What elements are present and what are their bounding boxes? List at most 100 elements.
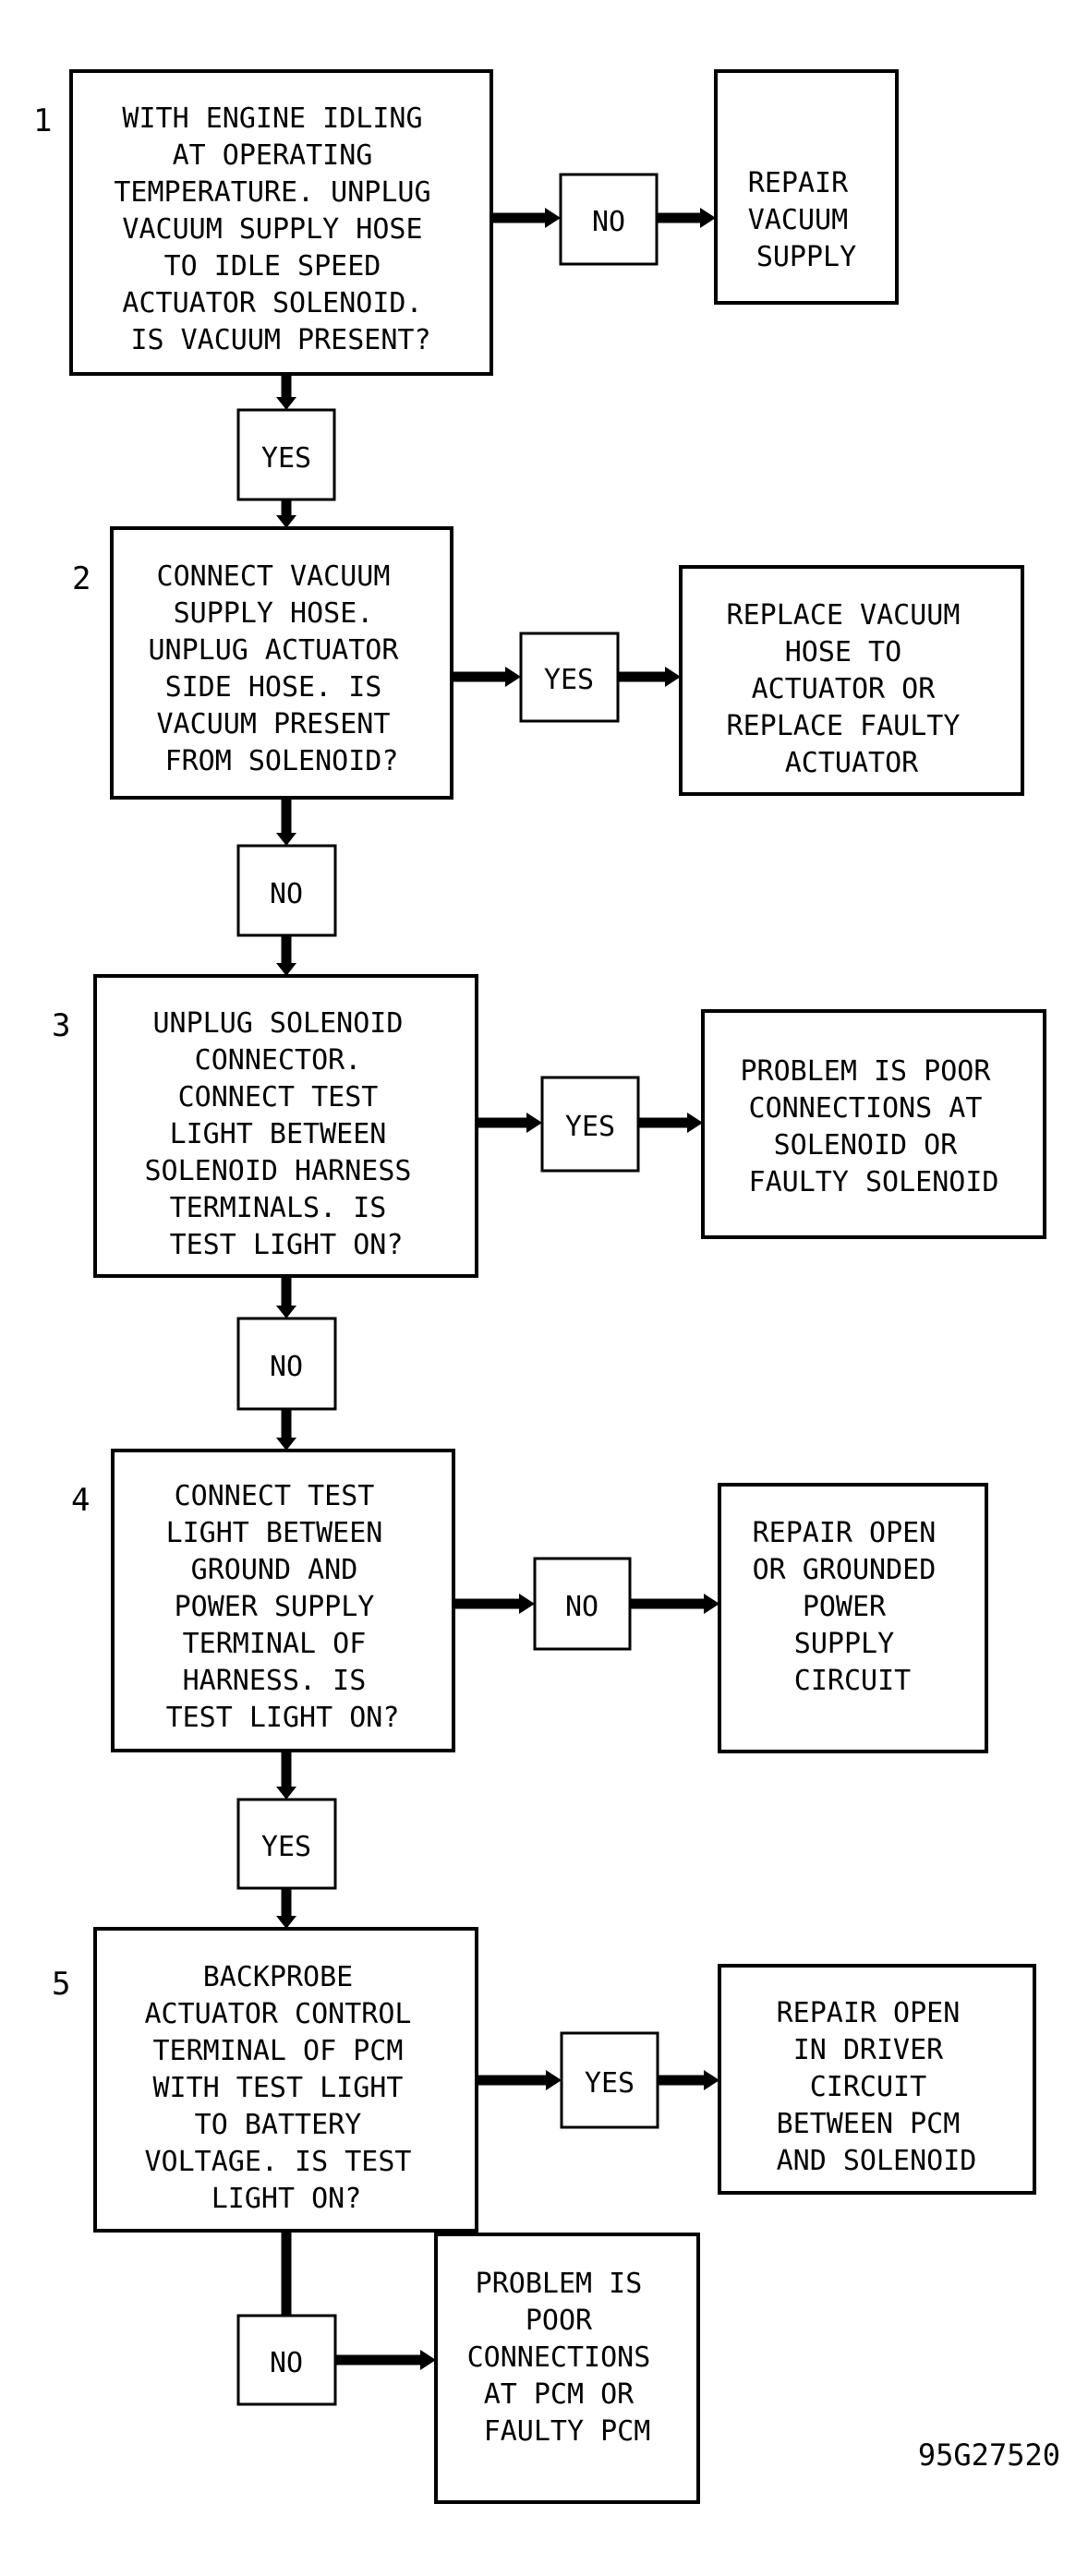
step-1-down-label: YES — [261, 442, 311, 475]
step-3-result-text: PROBLEM IS POOR CONNECTIONS AT SOLENOID … — [741, 1055, 1008, 1198]
step-4-side-label: NO — [565, 1591, 598, 1623]
step-3-side-decision — [540, 1076, 640, 1173]
step-4-result-text: REPAIR OPEN OR GROUNDED POWER SUPPLY CIR… — [753, 1517, 953, 1697]
step-5-box — [93, 1927, 478, 2233]
step-1-line: IS VACUUM PRESENT? — [130, 324, 430, 356]
step-3-line: CONNECTOR. — [195, 1044, 362, 1077]
step-1-line: AT OPERATING — [173, 139, 373, 172]
step-3-line: TEST LIGHT ON? — [170, 1229, 404, 1261]
step-1-line: TO IDLE SPEED — [164, 250, 381, 283]
step-3-result-line: CONNECTIONS AT — [749, 1092, 983, 1125]
step-4-box — [111, 1449, 455, 1752]
step-1-line: VACUUM SUPPLY HOSE — [122, 213, 422, 246]
arrowhead — [276, 515, 296, 528]
step-2-result-line: REPLACE VACUUM — [727, 599, 961, 632]
arrowhead — [704, 1594, 719, 1614]
step-3-line: UNPLUG SOLENOID — [153, 1007, 404, 1040]
step-5-down-label: NO — [270, 2347, 303, 2379]
step-5-line: ACTUATOR CONTROL — [144, 1998, 411, 2030]
step-3-line: SOLENOID HARNESS — [144, 1155, 411, 1187]
step-2-result-line: ACTUATOR OR — [752, 673, 937, 705]
step-2-result-text: REPLACE VACUUM HOSE TO ACTUATOR OR REPLA… — [727, 599, 977, 779]
arrowhead — [526, 1113, 542, 1133]
arrowhead — [276, 833, 296, 846]
arrowhead — [276, 1438, 296, 1451]
step-1-result-line: REPAIR — [748, 167, 849, 199]
step-2-line: SIDE HOSE. IS — [165, 671, 382, 704]
arrowhead — [276, 963, 296, 976]
step-5-down-decision — [236, 2314, 337, 2406]
final-result-box — [434, 2233, 700, 2504]
step-3-line: LIGHT BETWEEN — [170, 1118, 387, 1150]
step-2-text: CONNECT VACUUM SUPPLY HOSE. UNPLUG ACTUA… — [149, 560, 416, 777]
step-5-result-line: AND SOLENOID — [777, 2145, 977, 2177]
step-1-box — [69, 69, 493, 376]
arrowhead — [276, 1787, 296, 1800]
step-2-down-label: NO — [270, 878, 303, 910]
final-result-line: PROBLEM IS — [476, 2268, 643, 2300]
step-4-line: HARNESS. IS — [183, 1665, 367, 1697]
step-2-box — [110, 526, 453, 800]
step-1-number: 1 — [33, 102, 52, 139]
step-5-line: LIGHT ON? — [212, 2183, 362, 2215]
arrowhead — [700, 208, 716, 228]
step-2-line: VACUUM PRESENT — [157, 708, 391, 740]
step-4-result-box — [718, 1483, 988, 1753]
step-2-side-decision — [519, 632, 620, 723]
step-4-result-line: POWER — [803, 1591, 887, 1623]
step-2-line: UNPLUG ACTUATOR — [149, 634, 400, 667]
step-4-line: GROUND AND — [191, 1554, 358, 1586]
final-result-text: PROBLEM IS POOR CONNECTIONS AT PCM OR FA… — [467, 2268, 668, 2448]
step-4-result-line: OR GROUNDED — [753, 1554, 937, 1586]
step-4-down-label: YES — [261, 1831, 311, 1863]
step-3-line: TERMINALS. IS — [170, 1192, 387, 1224]
step-5-line: WITH TEST LIGHT — [153, 2072, 404, 2104]
final-result-line: AT PCM OR — [484, 2378, 635, 2411]
step-5-text: BACKPROBE ACTUATOR CONTROL TERMINAL OF P… — [144, 1961, 428, 2215]
step-5-result-line: IN DRIVER — [793, 2034, 944, 2066]
step-3-result-line: FAULTY SOLENOID — [749, 1166, 999, 1198]
step-1-down-decision — [236, 408, 336, 501]
final-result-line: CONNECTIONS — [467, 2341, 651, 2374]
step-1-result-line: SUPPLY — [756, 241, 856, 273]
arrowhead — [276, 397, 296, 410]
step-5-side-decision — [560, 2031, 659, 2129]
step-3-number: 3 — [52, 1007, 70, 1044]
step-1-result-text: REPAIR VACUUM SUPPLY — [748, 167, 864, 273]
step-5-line: VOLTAGE. IS TEST — [144, 2146, 411, 2178]
step-3-down-label: NO — [270, 1351, 303, 1383]
step-4-result-line: REPAIR OPEN — [753, 1517, 937, 1549]
step-1-line: ACTUATOR SOLENOID. — [122, 287, 422, 319]
step-5-result-line: REPAIR OPEN — [777, 1997, 961, 2029]
step-3-result-line: PROBLEM IS POOR — [741, 1055, 992, 1088]
step-4-down-decision — [236, 1798, 337, 1890]
step-4-line: POWER SUPPLY — [175, 1591, 375, 1623]
step-3-text: UNPLUG SOLENOID CONNECTOR. CONNECT TEST … — [144, 1007, 428, 1261]
arrowhead — [704, 2070, 719, 2090]
step-3-down-decision — [236, 1317, 337, 1411]
step-1-text: WITH ENGINE IDLING AT OPERATING TEMPERAT… — [114, 102, 447, 356]
step-4-line: LIGHT BETWEEN — [166, 1517, 383, 1549]
arrowhead — [276, 1916, 296, 1929]
step-1-line: TEMPERATURE. UNPLUG — [114, 176, 430, 209]
step-2-number: 2 — [72, 560, 91, 597]
step-2-result-box — [679, 565, 1024, 796]
step-2-side-label: YES — [544, 664, 594, 696]
step-5-line: TERMINAL OF PCM — [153, 2035, 404, 2067]
step-2-result-line: REPLACE FAULTY — [727, 710, 961, 742]
step-1-result-line: VACUUM — [748, 204, 848, 236]
step-2-line: CONNECT VACUUM — [157, 560, 391, 593]
step-5-result-box — [718, 1964, 1036, 2195]
arrowhead — [505, 667, 521, 687]
step-4-line: TERMINAL OF — [183, 1628, 367, 1660]
final-result-line: FAULTY PCM — [484, 2415, 651, 2448]
step-5-result-line: BETWEEN PCM — [777, 2108, 961, 2140]
step-4-result-line: SUPPLY — [794, 1628, 894, 1660]
arrowhead — [546, 2070, 562, 2090]
figure-code: 95G27520 — [918, 2438, 1060, 2473]
step-3-box — [93, 974, 478, 1278]
step-4-number: 4 — [71, 1482, 90, 1519]
step-1-side-decision — [559, 173, 659, 266]
step-4-result-line: CIRCUIT — [794, 1665, 911, 1697]
